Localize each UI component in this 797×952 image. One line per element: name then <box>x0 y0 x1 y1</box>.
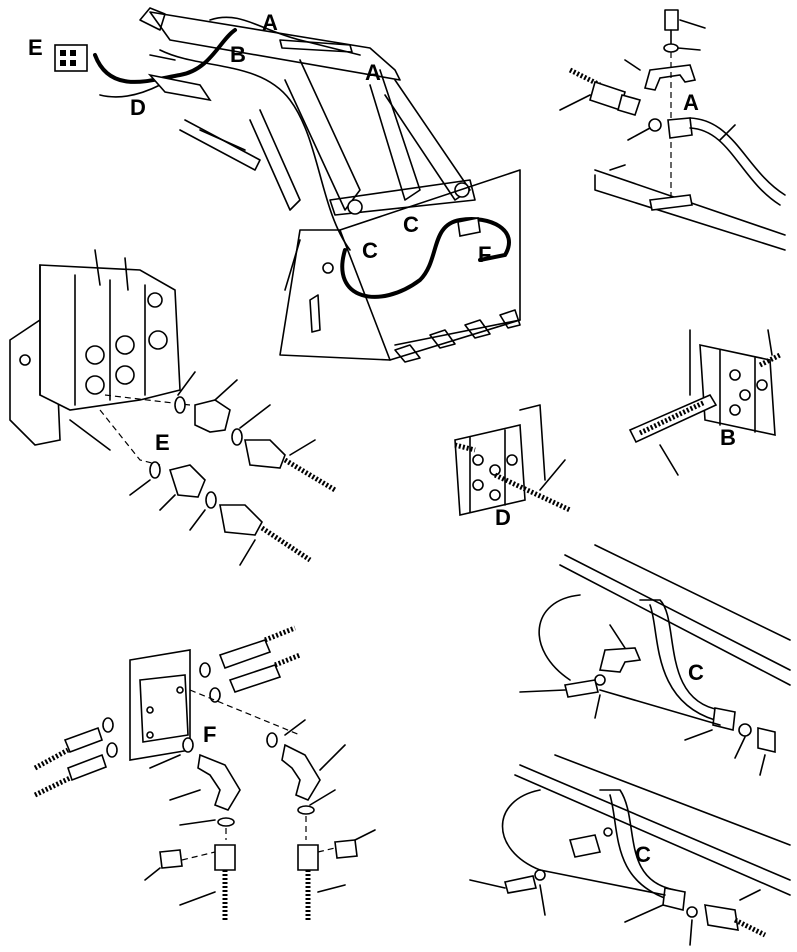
label-c-detail-upper: C <box>688 660 704 685</box>
detail-c-lower-clamp <box>469 754 791 946</box>
label-d-main: D <box>130 95 146 120</box>
label-e-detail: E <box>155 430 170 455</box>
label-f-detail: F <box>203 722 216 747</box>
label-f-main: F <box>478 242 491 267</box>
label-a-detail: A <box>683 90 699 115</box>
label-a-main: A <box>262 10 278 35</box>
detail-a-clamp <box>559 9 786 251</box>
label-b-detail: B <box>720 425 736 450</box>
detail-f-manifold <box>33 625 376 920</box>
label-c-main-right: C <box>403 212 419 237</box>
label-d-detail: D <box>495 505 511 530</box>
detail-b-bulkhead <box>628 329 782 476</box>
label-a-arm: A <box>365 60 381 85</box>
label-e-main: E <box>28 35 43 60</box>
label-c-main-left: C <box>362 238 378 263</box>
label-b-main: B <box>230 42 246 67</box>
detail-c-upper-clamp <box>519 544 791 776</box>
detail-d-bulkhead <box>454 404 572 516</box>
detail-e-control-valve <box>9 249 337 566</box>
label-c-detail-lower: C <box>635 842 651 867</box>
loader-assembly <box>54 7 521 363</box>
